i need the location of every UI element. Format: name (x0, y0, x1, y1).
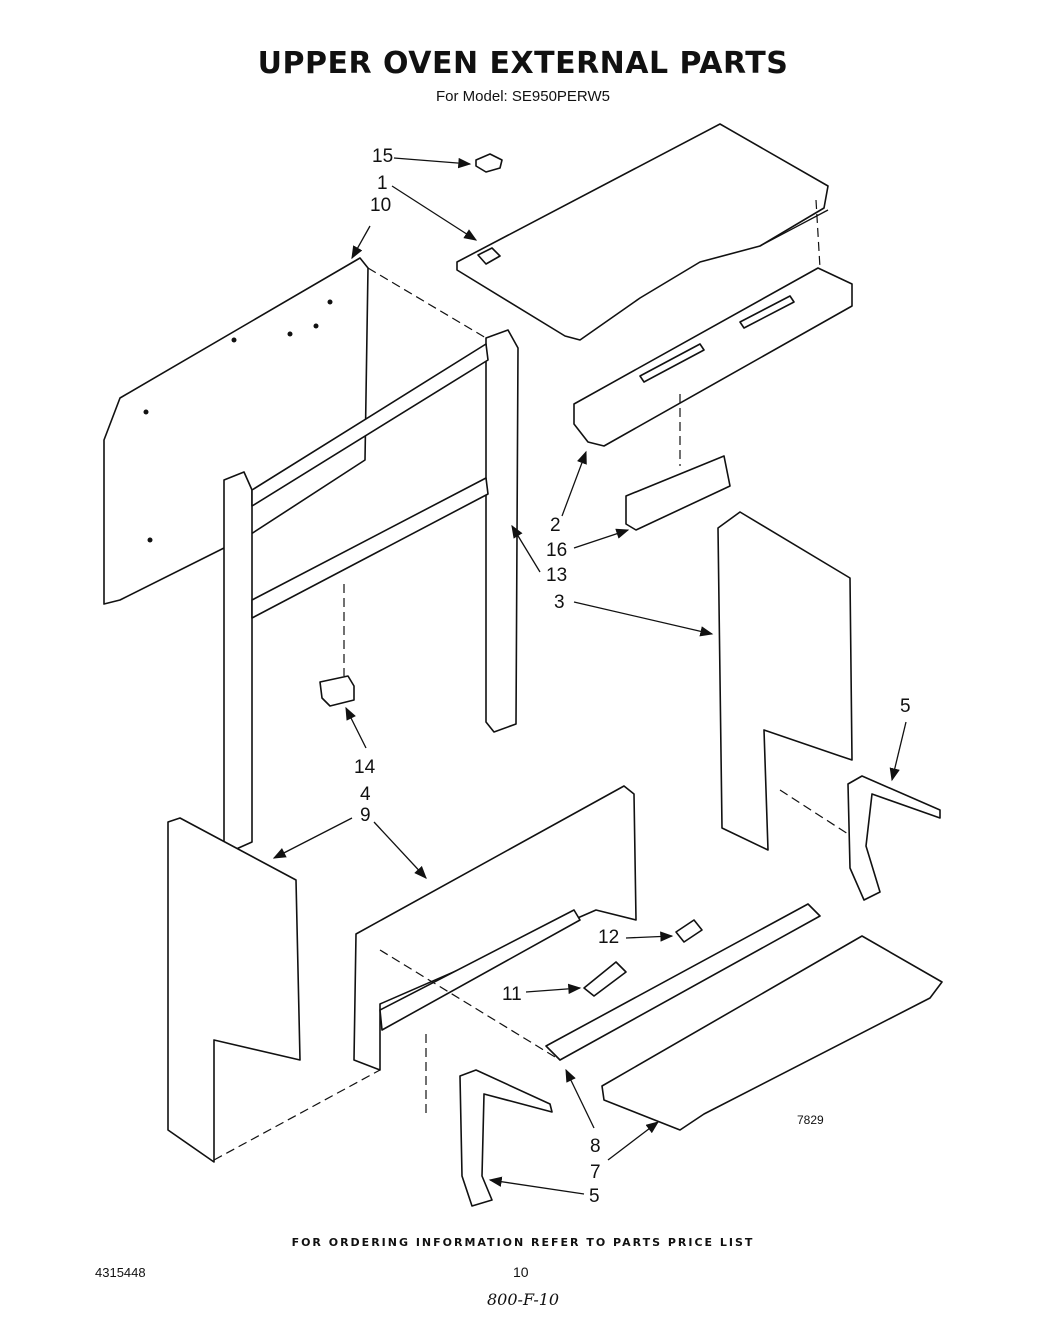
callout-5-right: 5 (900, 696, 911, 717)
left-side-panel-part (167, 817, 301, 1163)
callout-10: 10 (370, 195, 392, 216)
page-number: 10 (513, 1264, 529, 1280)
bottom-rail-part (545, 903, 821, 1061)
bottom-tray-part (601, 935, 943, 1131)
socket-part-12 (675, 919, 703, 943)
handwritten-annotation: 800-F-10 (487, 1290, 560, 1309)
frame-part (223, 329, 519, 851)
callout-8: 8 (590, 1136, 601, 1157)
callout-4: 4 (360, 784, 371, 805)
callout-15: 15 (372, 146, 394, 167)
assembly-lines (213, 199, 849, 1161)
callout-13: 13 (546, 565, 568, 586)
vent-part-16 (625, 455, 731, 531)
bracket-part-14 (319, 675, 355, 707)
bulb-part-11 (583, 961, 627, 997)
callout-16: 16 (546, 540, 568, 561)
document-number: 4315448 (95, 1265, 146, 1280)
callout-14: 14 (354, 757, 376, 778)
leader-arrows (272, 157, 907, 1195)
callout-5-left: 5 (589, 1186, 600, 1207)
callout-11: 11 (502, 984, 522, 1005)
right-side-panel-part (717, 511, 853, 851)
lower-front-frame-part (353, 785, 637, 1071)
ordering-note: FOR ORDERING INFORMATION REFER TO PARTS … (291, 1236, 755, 1249)
callout-7: 7 (590, 1162, 601, 1183)
callout-3: 3 (554, 592, 565, 613)
side-trim-part-5-right (847, 775, 941, 901)
top-rail-part (573, 267, 853, 447)
clip-part-15 (475, 153, 503, 173)
page-title: UPPER OVEN EXTERNAL PARTS (257, 46, 789, 81)
callout-1: 1 (377, 173, 388, 194)
model-subtitle: For Model: SE950PERW5 (436, 88, 610, 105)
side-trim-part-5-left (459, 1069, 553, 1207)
callout-12: 12 (598, 927, 620, 948)
top-panel-part (456, 123, 829, 341)
callout-2: 2 (550, 515, 561, 536)
callout-9: 9 (360, 805, 371, 826)
diagram-code: 7829 (797, 1113, 824, 1127)
